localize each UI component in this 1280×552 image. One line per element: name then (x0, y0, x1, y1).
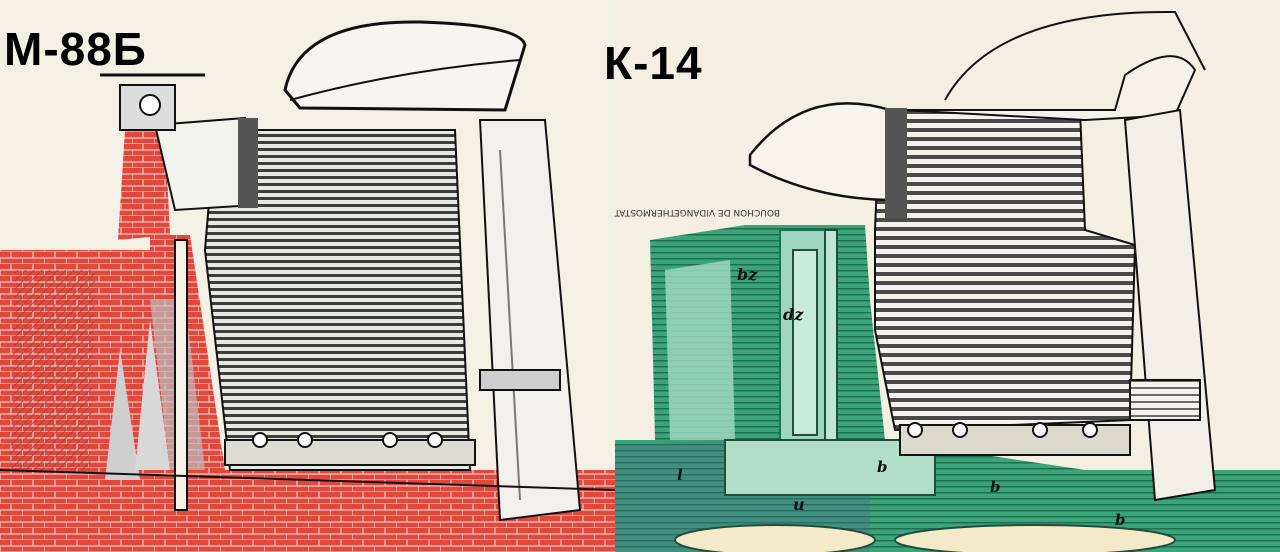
marker-dz: dz (783, 305, 804, 324)
marker-b-3: b (1115, 511, 1126, 529)
intake-pipe-red (118, 130, 170, 240)
marker-l: l (677, 466, 683, 484)
marker-b-1: b (877, 458, 888, 476)
cylinder-head (899, 55, 1197, 122)
m88b-section-drawing (0, 20, 616, 552)
label-thermostat: THERMOSTAT (614, 207, 676, 217)
left-engine-title: М-88Б (4, 23, 147, 75)
rocker-cover-arc (944, 10, 1206, 101)
exhaust-pipe (1123, 108, 1217, 502)
cylinder-fins (874, 109, 1137, 432)
left-engine-panel: М-88Б (0, 0, 616, 552)
label-bouchon: BOUCHON DE VIDANGE (674, 207, 780, 217)
right-engine-title: К-14 (604, 37, 703, 89)
crankcase-left-wall (10, 270, 95, 470)
marker-b-2: b (990, 478, 1001, 496)
intake-cone (748, 102, 897, 202)
k14-section-drawing: THERMOSTAT BOUCHON DE VIDANGE bz dz u b … (614, 10, 1280, 552)
marker-u: u (793, 495, 805, 514)
intake-flange (238, 118, 258, 208)
speckled-cone-2 (135, 320, 170, 470)
cylinder-head-dome (283, 20, 527, 112)
right-engine-panel: THERMOSTAT BOUCHON DE VIDANGE bz dz u b … (604, 0, 1280, 552)
speckled-cone-1 (105, 350, 140, 480)
green-light-chamber-left (665, 260, 735, 440)
intake-flange (885, 108, 907, 218)
exhaust-pipe (478, 119, 582, 522)
oil-passage-tube (174, 239, 188, 511)
cylinder-fins (203, 129, 472, 471)
marker-bz: bz (737, 265, 758, 284)
